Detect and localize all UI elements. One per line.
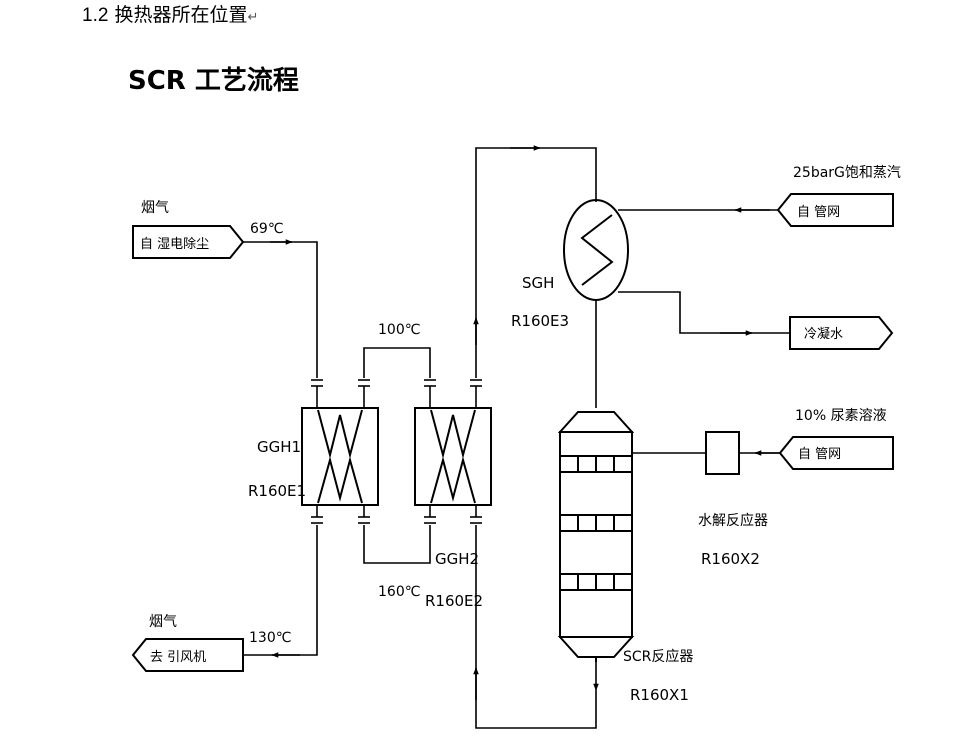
outlet-dest-label: 去 引风机 bbox=[150, 650, 206, 665]
section-title: 换热器所在位置 bbox=[114, 4, 248, 26]
outlet-temp-label: 130℃ bbox=[249, 630, 291, 646]
ggh1-tag: R160E1 bbox=[248, 482, 306, 500]
inlet-flue-gas-line bbox=[243, 241, 318, 378]
steam-label: 25barG饱和蒸汽 bbox=[793, 165, 901, 181]
hydrolyzer-name: 水解反应器 bbox=[698, 512, 768, 529]
urea-source-connector bbox=[778, 436, 894, 470]
steam-source-label: 自 管网 bbox=[797, 205, 840, 220]
section-heading: 1.2 换热器所在位置↵ bbox=[82, 0, 258, 27]
ggh2-exchanger bbox=[414, 407, 492, 506]
gas-to-sgh-line bbox=[475, 147, 597, 378]
catalyst-bed-1 bbox=[559, 455, 633, 473]
bottom-link-temp-label: 160℃ bbox=[378, 584, 420, 600]
ggh-bottom-link-line bbox=[363, 525, 431, 564]
urea-source-label: 自 管网 bbox=[798, 447, 841, 462]
outlet-flue-gas-line bbox=[243, 525, 318, 656]
scr-reactor-tag: R160X1 bbox=[630, 686, 689, 704]
catalyst-bed-3 bbox=[559, 573, 633, 591]
inlet-source-label: 自 湿电除尘 bbox=[140, 237, 209, 252]
scr-reactor-vessel bbox=[557, 411, 635, 662]
return-mark-icon: ↵ bbox=[247, 10, 259, 25]
scr-return-line bbox=[475, 525, 597, 729]
scr-reactor-name: SCR反应器 bbox=[623, 648, 693, 665]
diagram-title: SCR 工艺流程 bbox=[128, 66, 299, 96]
sgh-name: SGH bbox=[522, 274, 554, 292]
steam-source-connector bbox=[776, 193, 894, 227]
outlet-stream-label: 烟气 bbox=[149, 614, 177, 630]
ggh2-tag: R160E2 bbox=[425, 592, 483, 610]
condensate-line bbox=[618, 291, 790, 334]
sgh-tag: R160E3 bbox=[511, 312, 569, 330]
outlet-dest-connector bbox=[131, 638, 244, 672]
inlet-temp-label: 69℃ bbox=[250, 221, 284, 237]
hydrolyzer-box bbox=[705, 431, 740, 475]
ggh1-name: GGH1 bbox=[257, 438, 301, 456]
ggh1-exchanger bbox=[301, 407, 379, 506]
section-number: 1.2 bbox=[82, 5, 109, 26]
inlet-stream-label: 烟气 bbox=[141, 200, 169, 216]
ggh-top-link-line bbox=[363, 347, 431, 378]
sgh-exchanger bbox=[563, 199, 629, 301]
ggh2-name: GGH2 bbox=[435, 550, 479, 568]
top-link-temp-label: 100℃ bbox=[378, 322, 420, 338]
urea-label: 10% 尿素溶液 bbox=[795, 408, 887, 424]
condensate-dest-connector bbox=[789, 316, 894, 350]
flange-marks bbox=[311, 379, 482, 524]
inlet-source-connector bbox=[132, 225, 245, 259]
hydrolyzer-tag: R160X2 bbox=[701, 550, 760, 568]
condensate-label: 冷凝水 bbox=[804, 326, 843, 342]
catalyst-bed-2 bbox=[559, 514, 633, 532]
